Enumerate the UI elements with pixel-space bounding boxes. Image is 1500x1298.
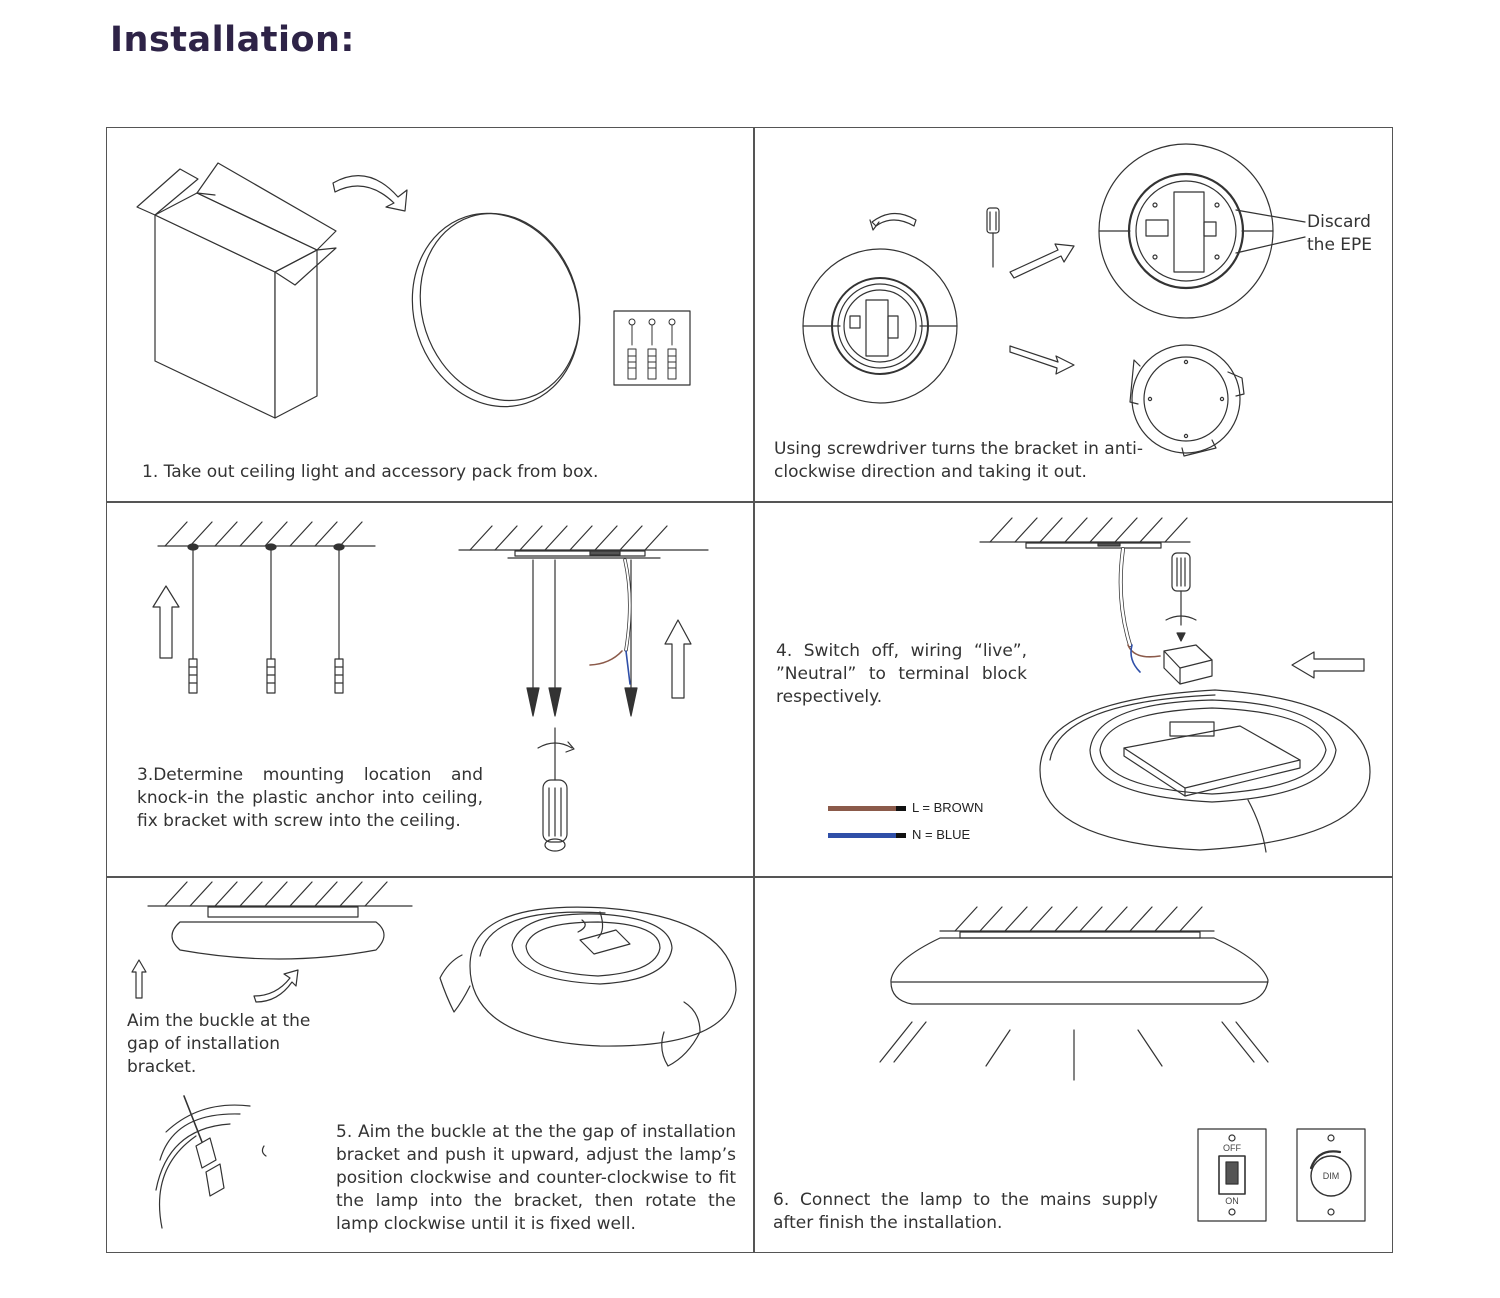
blue-wire-tip — [896, 833, 906, 838]
cable — [1118, 547, 1161, 673]
ceiling-hatch-step5 — [147, 881, 413, 918]
step5-note: Aim the buckle at the gap of installatio… — [127, 1011, 311, 1077]
lamp-detail-view — [1098, 143, 1306, 319]
grid-divider-row-1 — [106, 501, 1393, 503]
anchor-holes — [187, 543, 345, 694]
screwdriver-icon-step4 — [1165, 552, 1197, 642]
installed-lamp-icon — [890, 937, 1269, 1005]
discard-epe-callout: Discard the EPE — [1307, 212, 1373, 255]
bracket-mounted — [507, 550, 661, 717]
light-rays-icon — [879, 1021, 1269, 1081]
step2-caption: Using screwdriver turns the bracket in a… — [774, 439, 1143, 482]
step4-illustration — [979, 517, 1371, 853]
lamp-handheld-icon — [439, 906, 737, 1067]
accessory-pack-icon — [613, 310, 691, 386]
step5-illustration — [131, 881, 737, 1229]
lamp-back-view — [802, 248, 958, 404]
ceiling-hatch-right — [458, 525, 709, 551]
box-icon — [136, 162, 337, 419]
step6-caption: 6. Connect the lamp to the mains supply … — [773, 1190, 1158, 1233]
rotate-arrow-icon-step5 — [253, 969, 299, 1003]
screwdriver-icon — [986, 207, 1000, 268]
step5-caption: 5. Aim the buckle at the the gap of inst… — [336, 1122, 736, 1234]
instruction-grid — [106, 127, 1393, 1253]
small-up-arrow-icon — [131, 959, 147, 999]
brown-wire-tip — [896, 806, 906, 811]
step2-illustration — [802, 143, 1306, 457]
arrow-up-right-icon — [1009, 243, 1075, 279]
grid-divider-vertical — [753, 127, 755, 1253]
screwdriver-rotate-icon — [537, 727, 575, 852]
ceiling-hatch-left — [157, 521, 376, 547]
ceiling-lamp-disc-icon — [411, 212, 581, 408]
brown-wire-swatch — [828, 806, 896, 811]
terminal-block-icon — [1163, 644, 1213, 685]
step6-illustration: OFF ON DIM — [879, 906, 1366, 1222]
up-arrow-icon-right — [664, 619, 692, 699]
page-title: Installation: — [110, 20, 355, 60]
blue-wire-label: N = BLUE — [912, 827, 971, 842]
onoff-switch-icon: OFF ON — [1197, 1128, 1267, 1222]
lamp-open-icon — [1039, 689, 1371, 853]
buckle-detail-icon — [155, 1095, 267, 1229]
blue-wire-swatch — [828, 833, 896, 838]
step1-illustration — [136, 162, 691, 419]
step4-caption: 4. Switch off, wiring “live”, ”Neutral” … — [776, 641, 1027, 707]
brown-wire-label: L = BROWN — [912, 800, 984, 815]
dimmer-switch-icon: DIM — [1296, 1128, 1366, 1222]
step3-caption: 3.Determine mounting location and knock-… — [137, 765, 483, 831]
mounted-lamp-side-icon — [171, 921, 385, 960]
ceiling-hatch-step6 — [939, 906, 1215, 939]
grid-divider-row-2 — [106, 876, 1393, 878]
switch-off-label: OFF — [1223, 1143, 1241, 1153]
arrow-down-right-icon — [1009, 345, 1075, 375]
left-arrow-icon — [1291, 651, 1365, 679]
bracket-ring-icon — [1129, 344, 1245, 457]
dimmer-label: DIM — [1323, 1171, 1340, 1181]
up-arrow-icon — [152, 585, 180, 659]
curved-arrow-icon — [332, 175, 408, 212]
step3-illustration — [152, 521, 709, 852]
switch-on-label: ON — [1225, 1196, 1239, 1206]
step1-caption: 1. Take out ceiling light and accessory … — [142, 462, 599, 482]
rotate-arrow-icon — [869, 212, 917, 231]
ceiling-hatch-step4 — [979, 517, 1191, 549]
